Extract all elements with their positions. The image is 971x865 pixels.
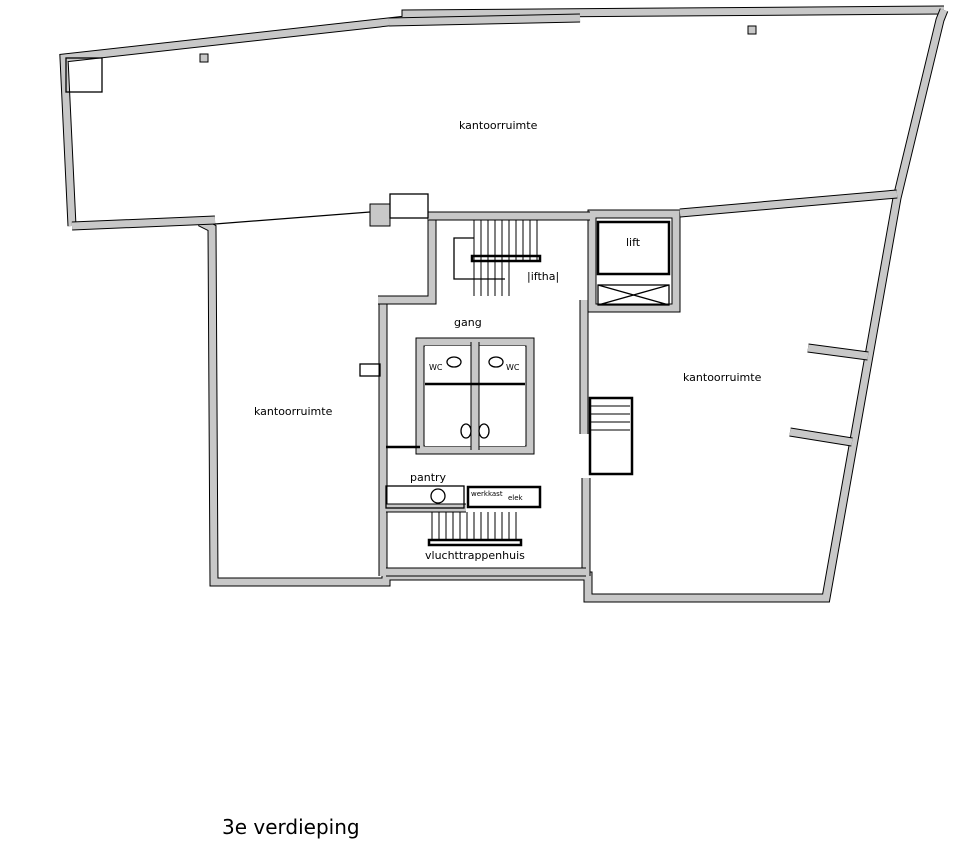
room-label-gang: gang [454, 316, 482, 329]
room-label-elek: elek [508, 494, 523, 502]
fixtures [446, 356, 504, 439]
room-label-lifthal: |iftha| [527, 270, 560, 283]
floor-title: 3e verdieping [222, 815, 360, 839]
room-label-wc-right: WC [506, 363, 520, 372]
room-label-wc-left: WC [429, 363, 443, 372]
room-label-office-north: kantoorruimte [459, 119, 538, 132]
room-label-office-west: kantoorruimte [254, 405, 333, 418]
room-label-office-east: kantoorruimte [683, 371, 762, 384]
room-label-werkkast: werkkast [471, 490, 503, 498]
room-label-pantry: pantry [410, 471, 447, 484]
stairs [389, 193, 634, 547]
room-label-stairwell: vluchttrappenhuis [425, 549, 525, 562]
walls [59, 5, 949, 603]
room-label-lift: lift [626, 236, 641, 249]
